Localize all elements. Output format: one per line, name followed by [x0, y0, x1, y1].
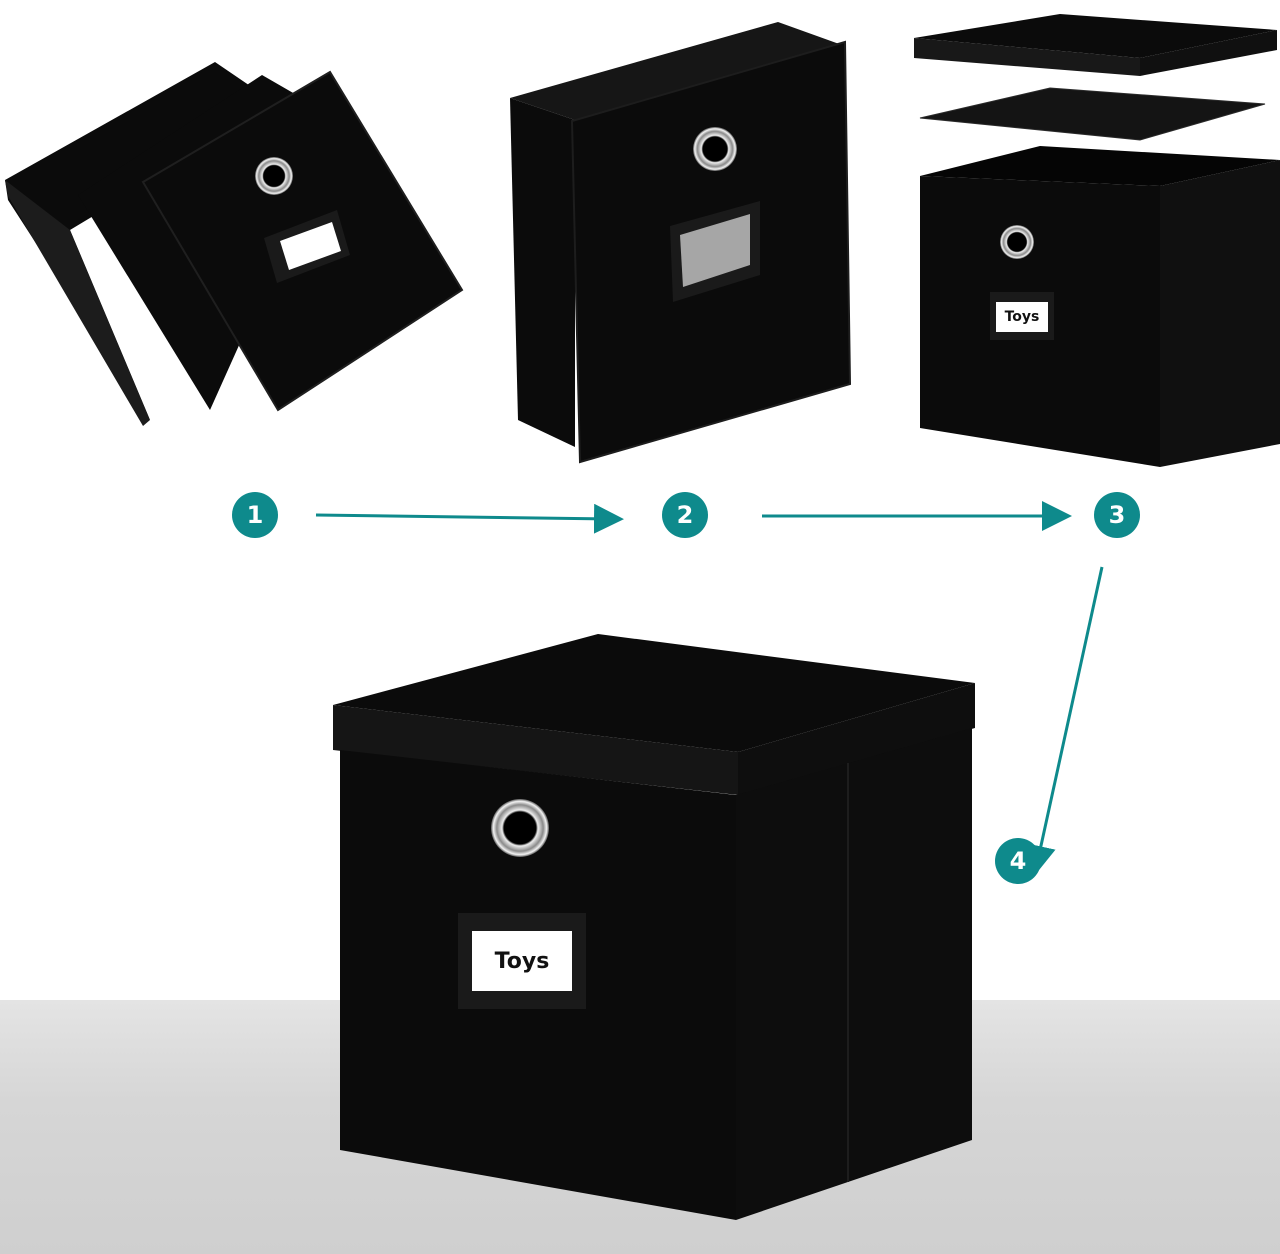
- step-2-illustration: [510, 22, 852, 464]
- assembled-lid-front: [333, 705, 738, 795]
- blank-label: [680, 214, 750, 287]
- arrow-step1-to-step2: [315, 503, 624, 534]
- step-1-illustration: [5, 62, 464, 426]
- folded-panel-back-side: [5, 180, 150, 426]
- blank-label: [280, 222, 341, 270]
- folded-panel-back: [5, 62, 278, 420]
- label-card: [472, 931, 572, 991]
- label-card: [996, 302, 1048, 332]
- large-box-label-text: Toys: [494, 948, 550, 974]
- grommet-handle: [693, 127, 737, 171]
- lid-side-right: [1140, 30, 1277, 76]
- lid-side: [914, 38, 1140, 76]
- step-4-illustration: [333, 634, 975, 1220]
- assembled-lid-side: [738, 683, 975, 795]
- assembled-lid-top: [333, 634, 975, 752]
- box-left-panel: [510, 98, 575, 447]
- step-3-badge: 3: [1094, 492, 1140, 538]
- box-back-panel: [510, 22, 842, 120]
- lid-top: [914, 14, 1277, 58]
- step-4-badge: 4: [995, 838, 1041, 884]
- step-2-badge: 2: [662, 492, 708, 538]
- grommet-handle: [1000, 225, 1034, 259]
- step-1-badge: 1: [232, 492, 278, 538]
- assembled-box-side: [736, 728, 972, 1220]
- box-side: [1160, 160, 1280, 467]
- grommet-handle: [491, 799, 549, 857]
- step-3-illustration: [914, 14, 1280, 467]
- bottom-insert-board: [919, 87, 1266, 141]
- small-box-label-text: Toys: [1004, 309, 1040, 325]
- grommet-handle: [255, 157, 293, 195]
- box-inside: [920, 146, 1280, 186]
- arrow-step3-to-step4: [1026, 566, 1104, 876]
